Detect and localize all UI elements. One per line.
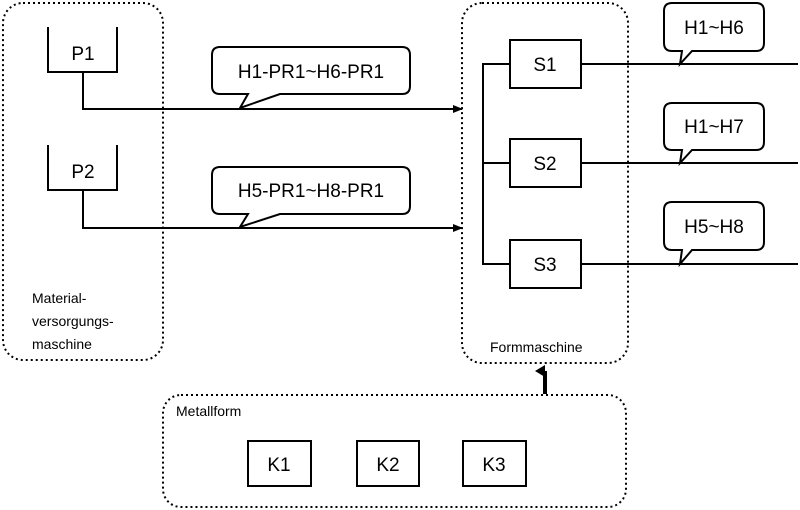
supply-machine-label-line1: Material- xyxy=(32,290,87,306)
supply-line-p2 xyxy=(82,190,463,232)
mold-k2-label: K2 xyxy=(376,455,399,476)
callout-p1-text: H1-PR1~H6-PR1 xyxy=(238,62,384,83)
mold-k2: K2 xyxy=(356,440,420,487)
supply-line-p1 xyxy=(82,72,463,113)
callout-s1: H1~H6 xyxy=(663,2,765,68)
metal-mold-label: Metallform xyxy=(176,403,241,419)
supply-machine-group: Material- versorgungs- maschine xyxy=(2,2,164,361)
forming-machine-group: Formmaschine xyxy=(461,2,629,364)
supply-machine-label-line3: maschine xyxy=(32,336,92,352)
callout-s2: H1~H7 xyxy=(663,102,765,167)
distribution-bus xyxy=(482,63,510,265)
station-s3: S3 xyxy=(509,239,582,289)
supply-machine-label-line2: versorgungs- xyxy=(32,313,114,329)
station-s3-label: S3 xyxy=(533,255,556,276)
tank-p1-label: P1 xyxy=(71,44,94,65)
callout-s1-text: H1~H6 xyxy=(684,18,744,39)
callout-s2-text: H1~H7 xyxy=(684,117,744,138)
station-s2: S2 xyxy=(509,138,582,188)
tank-p1: P1 xyxy=(47,27,118,73)
callout-p2: H5-PR1~H8-PR1 xyxy=(211,166,411,229)
callout-s3-text: H5~H8 xyxy=(684,217,744,238)
tank-p2: P2 xyxy=(47,145,118,191)
station-s1-label: S1 xyxy=(533,55,556,76)
station-s1: S1 xyxy=(509,39,582,89)
mold-k1-label: K1 xyxy=(267,455,290,476)
station-s2-label: S2 xyxy=(533,154,556,175)
mold-k3: K3 xyxy=(462,440,527,487)
forming-machine-label: Formmaschine xyxy=(490,339,583,355)
tank-p2-label: P2 xyxy=(71,162,94,183)
mold-k1: K1 xyxy=(247,440,312,487)
callout-p1: H1-PR1~H6-PR1 xyxy=(211,46,411,110)
mold-k3-label: K3 xyxy=(482,455,505,476)
callout-s3: H5~H8 xyxy=(663,201,765,268)
metal-mold-group: Metallform xyxy=(162,394,627,508)
callout-p2-text: H5-PR1~H8-PR1 xyxy=(238,181,384,202)
